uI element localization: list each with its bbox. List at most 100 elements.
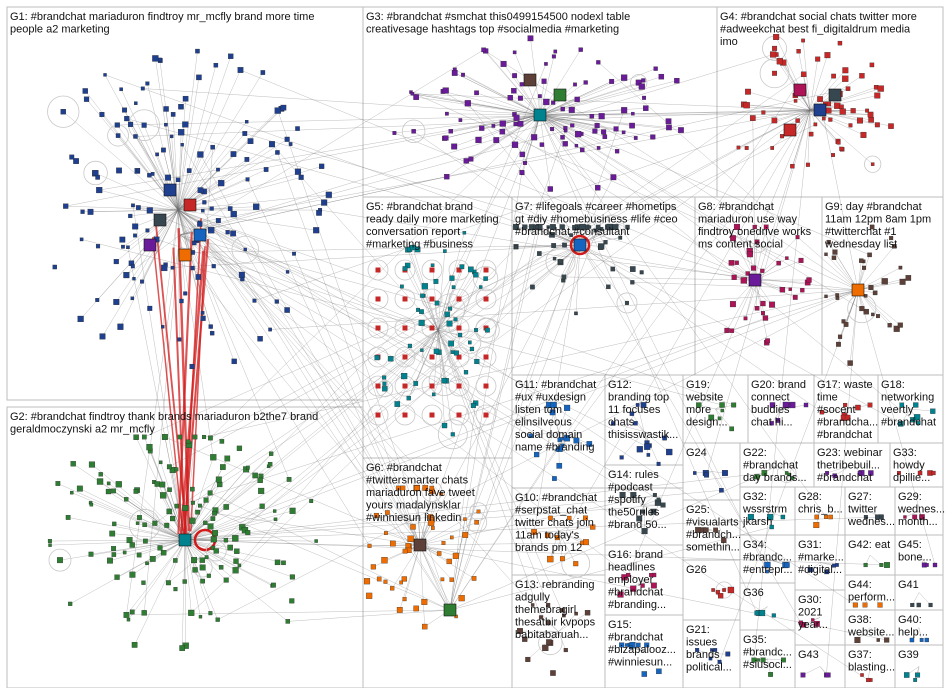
node bbox=[574, 96, 580, 103]
group-label-line: G40: bbox=[898, 614, 922, 626]
edge bbox=[177, 177, 302, 211]
node bbox=[325, 191, 332, 198]
node bbox=[551, 54, 556, 59]
node bbox=[370, 564, 376, 570]
edge bbox=[539, 114, 579, 135]
edge bbox=[144, 244, 581, 438]
node bbox=[837, 40, 843, 46]
group-label-line: wednesday list bbox=[824, 239, 897, 251]
node bbox=[450, 350, 455, 354]
node bbox=[638, 83, 645, 90]
node bbox=[824, 515, 829, 519]
self-loop bbox=[421, 288, 443, 310]
node bbox=[563, 648, 568, 653]
node bbox=[644, 443, 651, 450]
group-label-line: G4: #brandchat social chats twitter more bbox=[720, 11, 917, 23]
edge bbox=[117, 109, 811, 126]
group-label-line: G16: brand bbox=[608, 549, 663, 561]
node bbox=[862, 602, 868, 608]
node bbox=[402, 296, 408, 302]
node bbox=[202, 200, 207, 205]
node bbox=[579, 147, 585, 153]
edge bbox=[210, 492, 451, 611]
node bbox=[499, 128, 506, 135]
edge bbox=[184, 539, 231, 548]
node bbox=[662, 435, 667, 441]
edge bbox=[809, 109, 812, 135]
node bbox=[868, 284, 874, 291]
node bbox=[595, 224, 601, 230]
node bbox=[456, 267, 462, 273]
edge bbox=[539, 110, 625, 116]
node bbox=[635, 79, 642, 86]
group-label-line: perform... bbox=[848, 592, 895, 604]
node bbox=[559, 224, 565, 230]
node bbox=[884, 562, 890, 568]
node bbox=[244, 120, 249, 124]
edge bbox=[558, 526, 593, 532]
edge bbox=[558, 407, 568, 432]
node bbox=[189, 517, 196, 524]
node bbox=[274, 559, 281, 566]
edge bbox=[99, 189, 179, 211]
edge bbox=[454, 72, 541, 116]
node bbox=[111, 488, 116, 494]
node bbox=[483, 267, 489, 273]
edge bbox=[127, 209, 179, 248]
node bbox=[443, 135, 449, 141]
node bbox=[433, 279, 439, 284]
node bbox=[828, 514, 833, 520]
node bbox=[583, 539, 589, 546]
node bbox=[636, 515, 643, 522]
node bbox=[178, 129, 185, 136]
group-label-line: G24 bbox=[686, 447, 707, 459]
edge bbox=[706, 109, 811, 476]
edge bbox=[446, 113, 541, 116]
node bbox=[448, 306, 453, 311]
edge bbox=[177, 209, 242, 275]
node bbox=[865, 108, 870, 113]
node bbox=[763, 224, 769, 230]
node bbox=[551, 100, 556, 105]
group-label-line: G3: #brandchat #smchat this0499154500 no… bbox=[366, 11, 630, 23]
edge bbox=[807, 109, 811, 165]
edge bbox=[698, 404, 716, 410]
edge bbox=[90, 209, 179, 213]
node bbox=[475, 136, 482, 144]
edge bbox=[203, 289, 859, 438]
node bbox=[919, 638, 924, 642]
node bbox=[481, 47, 486, 53]
node bbox=[859, 73, 865, 79]
node bbox=[268, 327, 272, 332]
node bbox=[837, 334, 843, 339]
group-label-line: dpillie... bbox=[893, 472, 930, 484]
edge bbox=[179, 234, 411, 347]
node bbox=[160, 492, 167, 499]
node bbox=[124, 116, 130, 122]
node bbox=[152, 520, 158, 526]
edge bbox=[553, 404, 559, 432]
group-label-line: G19: bbox=[686, 379, 710, 391]
edge bbox=[168, 244, 581, 583]
node bbox=[298, 174, 304, 180]
node bbox=[892, 244, 897, 249]
edge bbox=[177, 209, 243, 280]
group-label-line: day brands... bbox=[743, 472, 807, 484]
edge bbox=[421, 311, 439, 331]
group-label-line: gt #diy #homebusiness #life #ceo bbox=[515, 214, 678, 226]
edge bbox=[449, 449, 558, 611]
group-label-line: G30: bbox=[798, 594, 822, 606]
edge bbox=[177, 51, 198, 211]
node bbox=[568, 106, 575, 113]
node bbox=[203, 520, 208, 525]
edge bbox=[918, 627, 922, 641]
self-loop bbox=[394, 317, 416, 339]
edge bbox=[455, 244, 581, 557]
group-label-line: G36 bbox=[743, 587, 764, 599]
node bbox=[69, 154, 75, 160]
node bbox=[224, 455, 231, 462]
node bbox=[560, 437, 564, 441]
node bbox=[868, 470, 874, 476]
